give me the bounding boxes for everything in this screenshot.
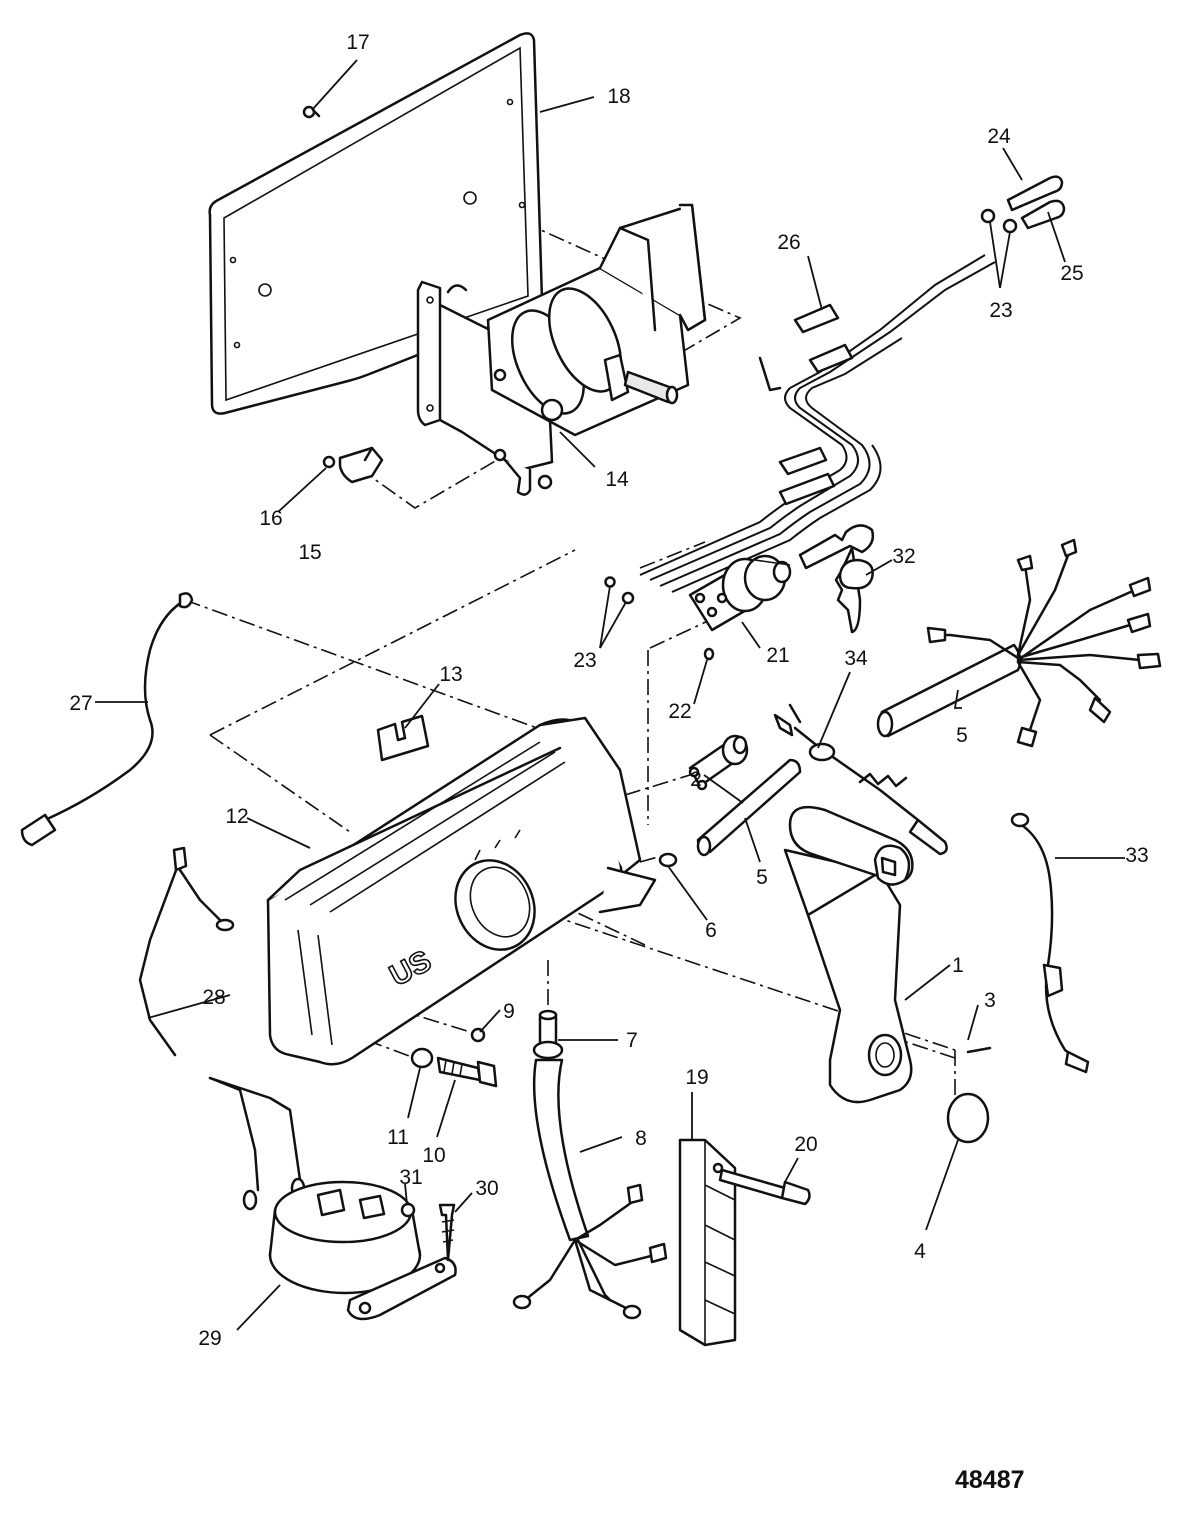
screw-20 [718,1168,811,1206]
ignition-switch-21 [688,554,792,632]
callout-2: 2 [690,768,702,791]
callout-25: 25 [1060,262,1083,285]
callout-21: 21 [766,644,789,667]
callout-22: 22 [668,700,691,723]
callout-8: 8 [635,1127,647,1150]
grommet-7 [532,1009,564,1060]
callout-18: 18 [607,85,630,108]
callout-4: 4 [914,1240,926,1263]
callout-14: 14 [605,468,629,491]
nut-31 [400,1202,416,1218]
callout-28: 28 [202,986,225,1009]
screw-30 [438,1203,456,1262]
callout-12: 12 [225,805,248,828]
callout-1: 1 [952,954,964,977]
wire-harness-28 [138,846,306,1211]
callout-15: 15 [298,541,321,564]
callout-33: 33 [1125,844,1148,867]
document-number: 48487 [955,1466,1025,1494]
callout-32: 32 [892,545,915,568]
washer-11 [410,1047,434,1069]
callout-11: 11 [387,1126,409,1149]
screw-17 [302,105,321,119]
callout-34: 34 [844,647,868,670]
callout-30: 30 [475,1177,498,1200]
callout-9: 9 [503,1000,515,1023]
pin-24 [1006,175,1064,212]
sleeve-5 [696,758,802,857]
callout-26: 26 [777,231,800,254]
callout-13: 13 [439,663,462,686]
horn-29 [268,1180,457,1321]
bolt-10 [436,1056,498,1088]
detent-block-15 [338,446,384,484]
callout-7: 7 [626,1029,638,1052]
terminal-block-19 [678,1138,737,1347]
pin-25 [1020,199,1066,230]
lanyard-34 [773,703,948,856]
callout-27: 27 [69,692,92,715]
callout-20: 20 [794,1133,817,1156]
callout-5a: 5 [956,724,968,747]
control-handle [783,805,914,1104]
callout-19: 19 [685,1066,708,1089]
callout-10: 10 [422,1144,445,1167]
callout-16: 16 [259,507,282,530]
switch-2 [688,734,749,791]
callout-6: 6 [705,919,717,942]
nuts-23-upper [980,208,1018,234]
pin-3 [966,1046,992,1054]
lead-33 [1010,812,1090,1074]
control-mechanism [416,203,707,496]
harness-8 [512,1058,668,1320]
cables-26 [639,254,996,593]
callout-23b: 23 [989,299,1012,322]
callout-23a: 23 [573,649,596,672]
callout-5b: 5 [756,866,768,889]
wiring-harness-5 [876,538,1162,748]
callout-29: 29 [198,1327,221,1350]
screw-22 [703,647,715,661]
clip-13 [376,714,430,762]
washer-6 [658,852,678,868]
lead-wire-27 [20,592,194,847]
control-housing: US [266,716,657,1066]
callout-24: 24 [987,125,1011,148]
keys-32 [798,524,875,634]
callout-17: 17 [346,31,369,54]
cap-4 [946,1092,990,1144]
screw-16 [322,455,336,469]
callout-labels: 1 2 3 4 5 5 6 7 8 9 10 11 12 13 14 15 16… [69,31,1148,1350]
leader-lines [95,59,1125,1331]
callout-31: 31 [399,1166,422,1189]
callout-3: 3 [984,989,996,1012]
